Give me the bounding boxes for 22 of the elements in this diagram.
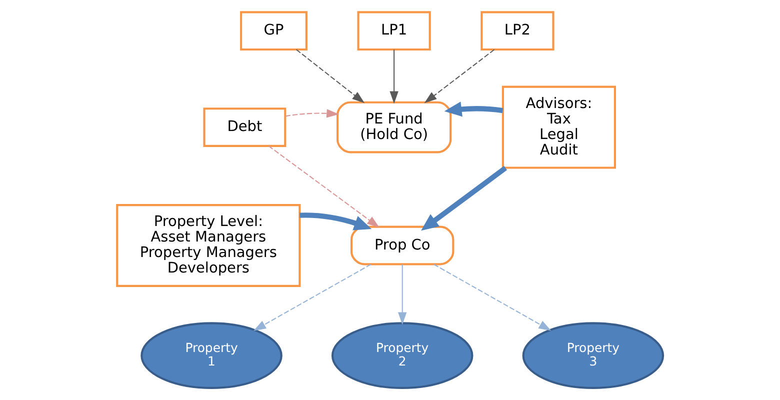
arrow bbox=[285, 109, 340, 118]
node-ellipse: Property 1 bbox=[140, 322, 282, 389]
node-box: GP bbox=[240, 11, 308, 51]
node-box: Prop Co bbox=[350, 226, 454, 266]
arrow bbox=[434, 264, 552, 331]
arrow bbox=[296, 49, 365, 104]
arrow bbox=[398, 264, 407, 325]
node-box: LP2 bbox=[480, 11, 554, 51]
arrow bbox=[300, 212, 372, 230]
arrow bbox=[421, 166, 508, 231]
arrow bbox=[390, 50, 398, 104]
node-box: Debt bbox=[203, 108, 286, 147]
arrow bbox=[444, 102, 504, 117]
node-box: LP1 bbox=[357, 11, 431, 51]
node-ellipse: Property 3 bbox=[522, 322, 664, 389]
arrow bbox=[268, 146, 380, 228]
arrow bbox=[254, 264, 372, 331]
node-box: Property Level: Asset Managers Property Managers Developers bbox=[116, 204, 301, 287]
node-box: PE Fund (Hold Co) bbox=[336, 101, 452, 154]
node-ellipse: Property 2 bbox=[331, 322, 474, 389]
node-box: Advisors: Tax Legal Audit bbox=[502, 86, 616, 169]
arrow bbox=[424, 49, 495, 104]
